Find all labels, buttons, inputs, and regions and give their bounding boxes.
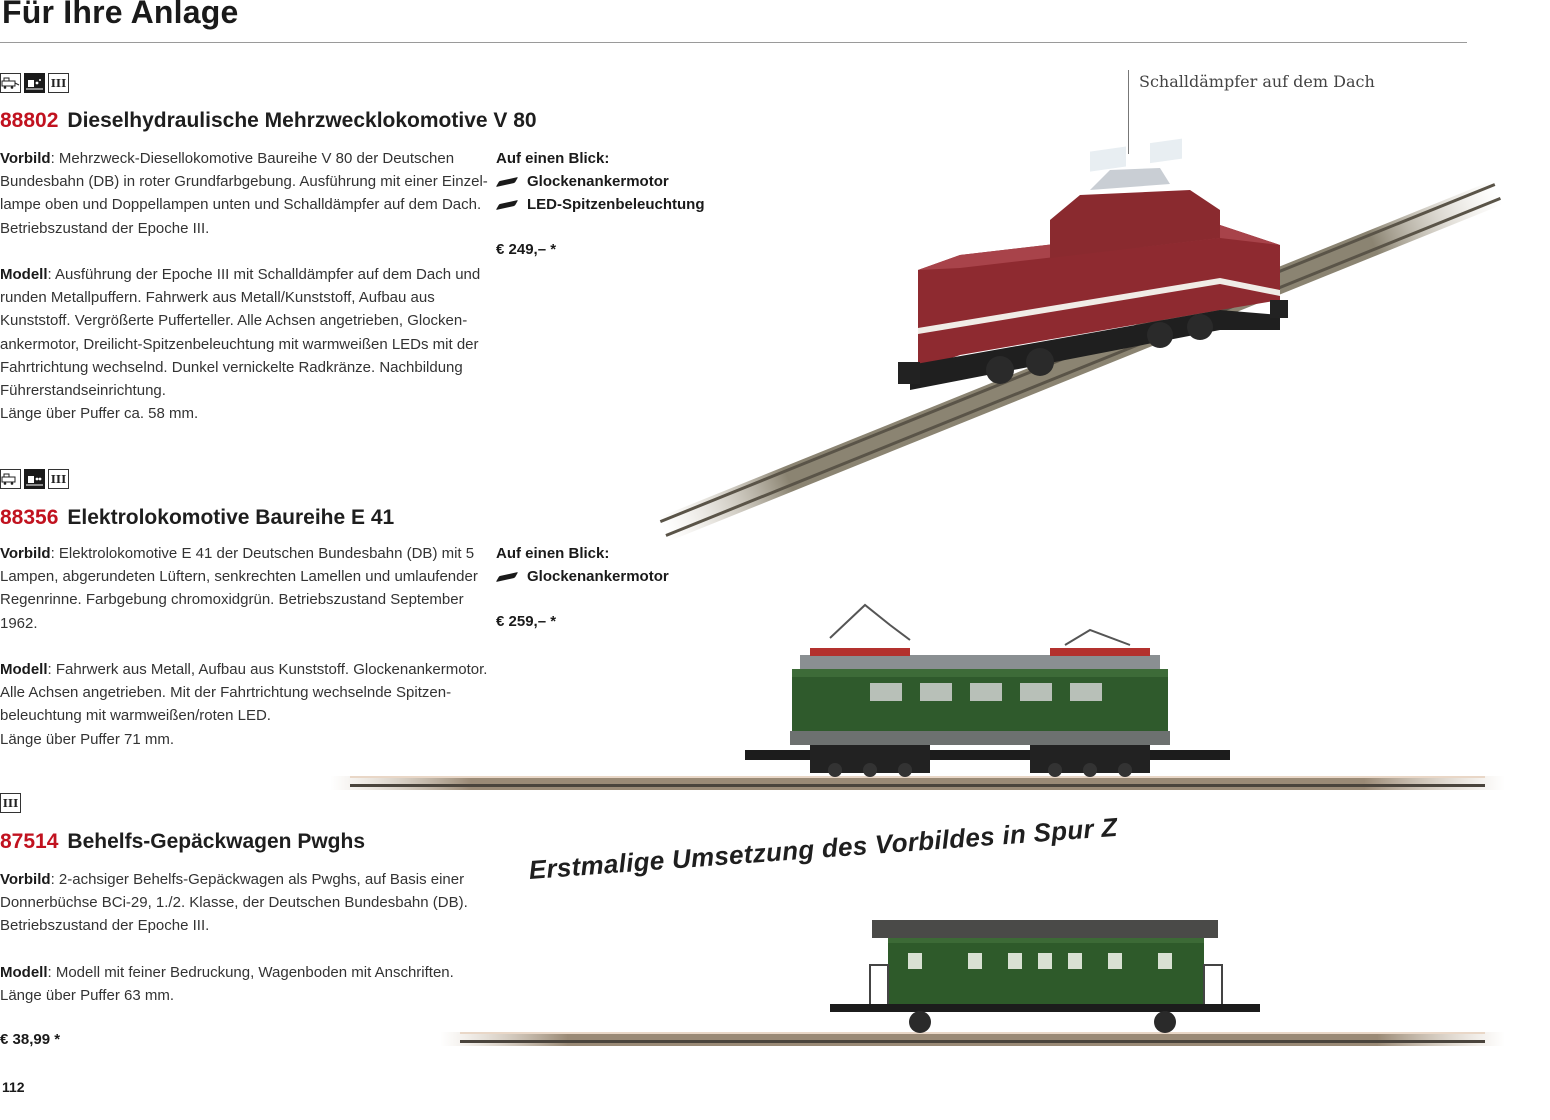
page-title: Für Ihre Anlage [2,0,239,30]
product-number: 88356 [0,506,59,529]
v80-locomotive-image [658,138,1503,542]
product-icons: III [0,469,69,489]
product-number: 87514 [0,830,59,853]
length-text: Länge über Puffer 71 mm. [0,730,174,748]
vorbild-label: Vorbild [0,150,51,167]
vorbild-label: Vorbild [0,545,51,562]
glance-item: Glockenankermotor [495,565,669,588]
modell-text: : Fahrwerk aus Metall, Aufbau aus Kunsts… [0,661,488,725]
product-title: 87514 Behelfs-Gepäckwagen Pwghs [0,830,365,854]
product-name: Elektrolokomotive Baureihe E 41 [67,506,395,529]
at-a-glance: Auf einen Blick: Glockenankermotor [495,542,669,588]
bullet-icon [495,571,519,582]
product-icons: III [0,793,21,813]
era-icon: III [48,469,69,489]
product-price: € 259,– * [496,613,557,630]
vorbild-text: : 2-achsiger Behelfs-Gepäckwagen als Pwg… [0,871,468,935]
e41-locomotive-image [330,603,1505,790]
at-a-glance: Auf einen Blick: Glockenankermotor LED-S… [495,147,705,217]
vorbild-label: Vorbild [0,871,51,888]
product-number: 88802 [0,109,59,132]
product-price: € 38,99 * [0,1031,61,1048]
product-description: Vorbild: Elektrolokomotive E 41 der Deut… [0,542,490,751]
modell-label: Modell [0,963,48,981]
highlight-banner: Erstmalige Umsetzung des Vorbildes in Sp… [527,811,1119,886]
title-divider [0,42,1467,43]
product-icons: III [0,73,69,93]
era-icon: III [48,73,69,93]
era-icon: III [0,793,21,813]
lighting-icon [24,73,45,93]
glance-title: Auf einen Blick: [496,150,610,167]
glance-item: LED-Spitzenbeleuchtung [495,193,705,216]
vorbild-text: : Elektrolokomotive E 41 der Deutschen B… [0,545,478,632]
product-title: 88802 Dieselhydraulische Mehrzwecklokomot… [0,109,537,133]
bullet-icon [495,200,519,210]
wagon-image [440,920,1505,1046]
length-text: Länge über Puffer 63 mm. [0,987,174,1004]
modell-text: : Ausführung der Epoche III mit Schalldä… [0,266,481,400]
product-name: Behelfs-Gepäckwagen Pwghs [67,830,365,853]
modell-text: : Modell mit feiner Bedruckung, Wagenbod… [47,963,454,981]
page-number: 112 [2,1079,25,1095]
bullet-icon [495,176,519,187]
locomotive-icon [0,73,21,93]
vorbild-text: : Mehrzweck-Diesellokomotive Baureihe V … [0,150,488,237]
product-price: € 249,– * [496,241,557,258]
glance-title: Auf einen Blick: [496,545,610,562]
glance-item: Glockenankermotor [495,170,705,193]
product-title: 88356 Elektrolokomotive Baureihe E 41 [0,506,394,530]
modell-label: Modell [0,661,48,678]
length-text: Länge über Puffer ca. 58 mm. [0,405,199,423]
product-name: Dieselhydraulische Mehrzwecklokomotive V… [67,109,537,132]
product-description: Vorbild: Mehrzweck-Diesellokomotive Baur… [0,147,490,425]
lighting-icon [24,469,45,489]
locomotive-icon [0,469,21,489]
modell-label: Modell [0,266,48,283]
callout-caption: Schalldämpfer auf dem Dach [1128,70,1375,154]
product-description: Vorbild: 2-achsiger Behelfs-Gepäckwagen … [0,868,490,1007]
